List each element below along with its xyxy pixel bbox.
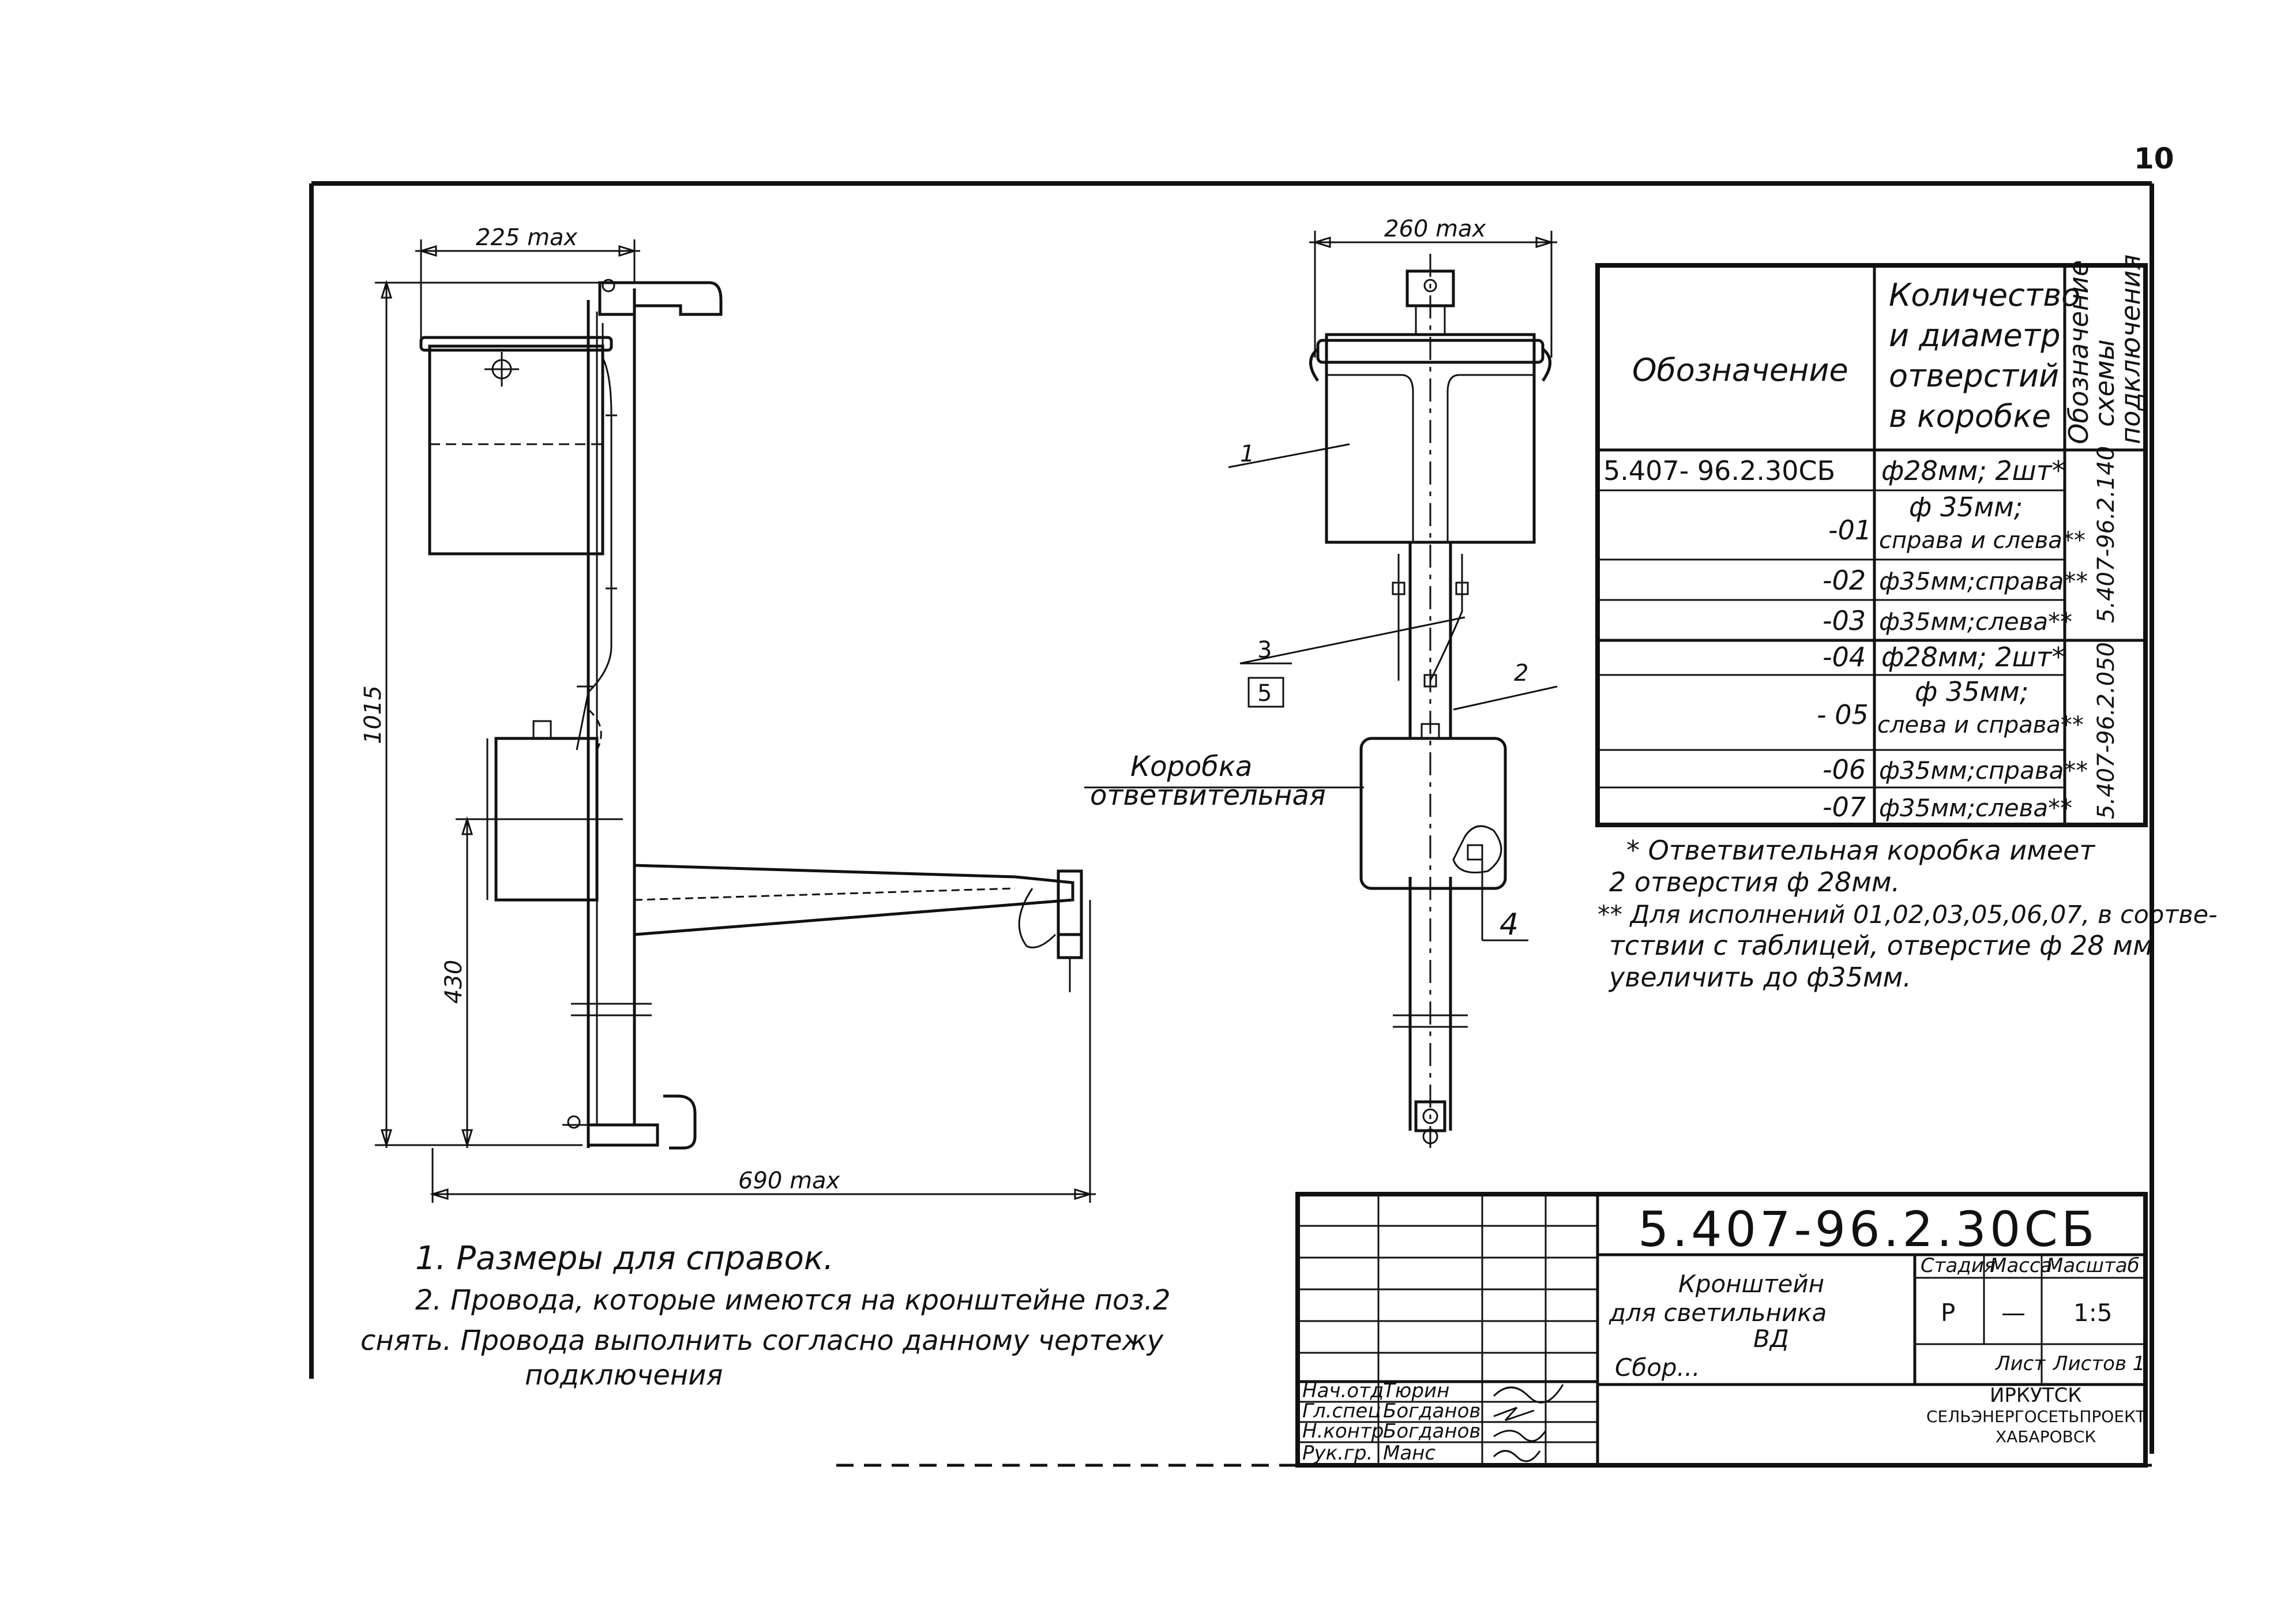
signer-name-3: Богданов [1383, 1420, 1480, 1443]
th-designation: Обозначение [1632, 352, 1848, 388]
footnote-5: увеличить до ф35мм. [1608, 962, 1911, 993]
sheets-label: Листов 1 [2052, 1352, 2145, 1375]
dim-690: 690 max [738, 1168, 840, 1194]
th-scheme-2: схемы [2089, 339, 2120, 427]
sheet-label: Лист [1994, 1352, 2046, 1375]
row-6-designation: -06 [1822, 754, 1866, 785]
footnotes: * Ответвительная коробка имеет 2 отверст… [1598, 835, 2218, 993]
dim-225: 225 max [476, 224, 578, 251]
note-4: подключения [525, 1359, 723, 1391]
th-holes-1: Количество [1889, 277, 2080, 313]
row-5-holes-2: слева и справа** [1877, 712, 2084, 738]
title-line-1: Кронштейн [1678, 1270, 1824, 1298]
callout-3: 3 [1257, 637, 1272, 663]
row-1-holes-2: справа и слева** [1879, 527, 2085, 554]
row-1-holes-1: ф 35мм; [1909, 492, 2023, 523]
scale-value: 1:5 [2073, 1299, 2113, 1327]
row-4-holes: ф28мм; 2шт* [1881, 641, 2065, 673]
variants-table: Обозначение Количество и диаметр отверст… [1595, 254, 2148, 827]
th-holes-3: отверстий [1889, 358, 2059, 394]
row-7-holes: ф35мм;слева** [1879, 794, 2072, 822]
th-holes-2: и диаметр [1889, 317, 2060, 354]
row-5-designation: - 05 [1817, 699, 1869, 730]
row-2-holes: ф35мм;справа** [1879, 567, 2088, 595]
row-4-designation: -04 [1822, 641, 1866, 673]
stage-value: Р [1941, 1299, 1955, 1327]
title-subtitle: Сбор... [1615, 1353, 1700, 1382]
stage-label: Стадия [1921, 1254, 1996, 1277]
signer-role-4: Рук.гр. [1302, 1442, 1373, 1465]
front-view: 260 max [1084, 216, 1558, 1148]
signer-name-2: Богданов [1383, 1400, 1480, 1423]
row-0-holes: ф28мм; 2шт* [1881, 455, 2065, 486]
dim-260: 260 max [1384, 216, 1486, 242]
dim-1015: 1015 [360, 685, 386, 744]
title-line-2: для светильника [1609, 1299, 1827, 1327]
title-block: 5.407-96.2.30СБ Кронштейн для светильник… [1295, 1192, 2148, 1468]
note-3: снять. Провода выполнить согласно данном… [360, 1325, 1164, 1357]
callout-1: 1 [1240, 441, 1254, 467]
scheme-group-1: 5.407-96.2.140 [2093, 446, 2120, 623]
signatures [1493, 1384, 1564, 1462]
callout-box-line1: Коробка [1130, 751, 1252, 783]
signer-role-2: Гл.спец [1302, 1400, 1381, 1423]
row-0-designation: 5.407- 96.2.30СБ [1603, 455, 1835, 486]
note-2: 2. Провода, которые имеются на кронштейн… [415, 1284, 1171, 1316]
signer-role-3: Н.контр [1302, 1420, 1384, 1443]
drawing-code: 5.407-96.2.30СБ [1638, 1201, 2098, 1258]
mass-label: Масса [1990, 1254, 2052, 1277]
callout-2: 2 [1514, 660, 1528, 686]
row-3-holes: ф35мм;слева** [1879, 607, 2072, 636]
general-notes: 1. Размеры для справок. 2. Провода, кото… [360, 1240, 1171, 1391]
footnote-4: тствии с таблицей, отверстие ф 28 мм [1609, 930, 2153, 961]
th-scheme-1: Обозначение [2063, 260, 2094, 444]
footnote-3: ** Для исполнений 01,02,03,05,06,07, в с… [1598, 901, 2218, 929]
row-3-designation: -03 [1822, 605, 1866, 636]
title-line-3: ВД [1753, 1325, 1789, 1353]
th-scheme-3: подключения [2115, 254, 2146, 444]
mass-value: — [2001, 1299, 2026, 1327]
page-number: 10 [2134, 142, 2174, 175]
org-line-1: ИРКУТСК [1990, 1384, 2081, 1407]
row-1-designation: -01 [1828, 515, 1872, 546]
callout-5: 5 [1257, 680, 1272, 707]
side-view: 225 max 1015 430 690 max [360, 224, 1096, 1203]
org-line-3: ХАБАРОВСК [1996, 1427, 2096, 1446]
signer-role-1: Нач.отд [1302, 1379, 1384, 1402]
scheme-group-2: 5.407-96.2.050 [2093, 642, 2120, 819]
org-line-2: СЕЛЬЭНЕРГОСЕТЬПРОЕКТ [1926, 1407, 2146, 1426]
signer-name-4: Манс [1383, 1442, 1436, 1465]
th-holes-4: в коробке [1889, 398, 2051, 434]
footnote-1: * Ответвительная коробка имеет [1626, 835, 2095, 866]
note-1: 1. Размеры для справок. [415, 1240, 834, 1277]
callout-4: 4 [1500, 907, 1519, 942]
row-7-designation: -07 [1822, 791, 1866, 823]
row-5-holes-1: ф 35мм; [1915, 676, 2028, 707]
scale-label: Масштаб [2046, 1254, 2140, 1277]
row-2-designation: -02 [1822, 565, 1866, 596]
footnote-2: 2 отверстия ф 28мм. [1609, 866, 1900, 898]
row-6-holes: ф35мм;справа** [1879, 756, 2088, 785]
signer-name-1: Тюрин [1383, 1379, 1449, 1402]
callout-box-line2: ответвительная [1090, 779, 1326, 812]
dim-430: 430 [441, 960, 467, 1004]
